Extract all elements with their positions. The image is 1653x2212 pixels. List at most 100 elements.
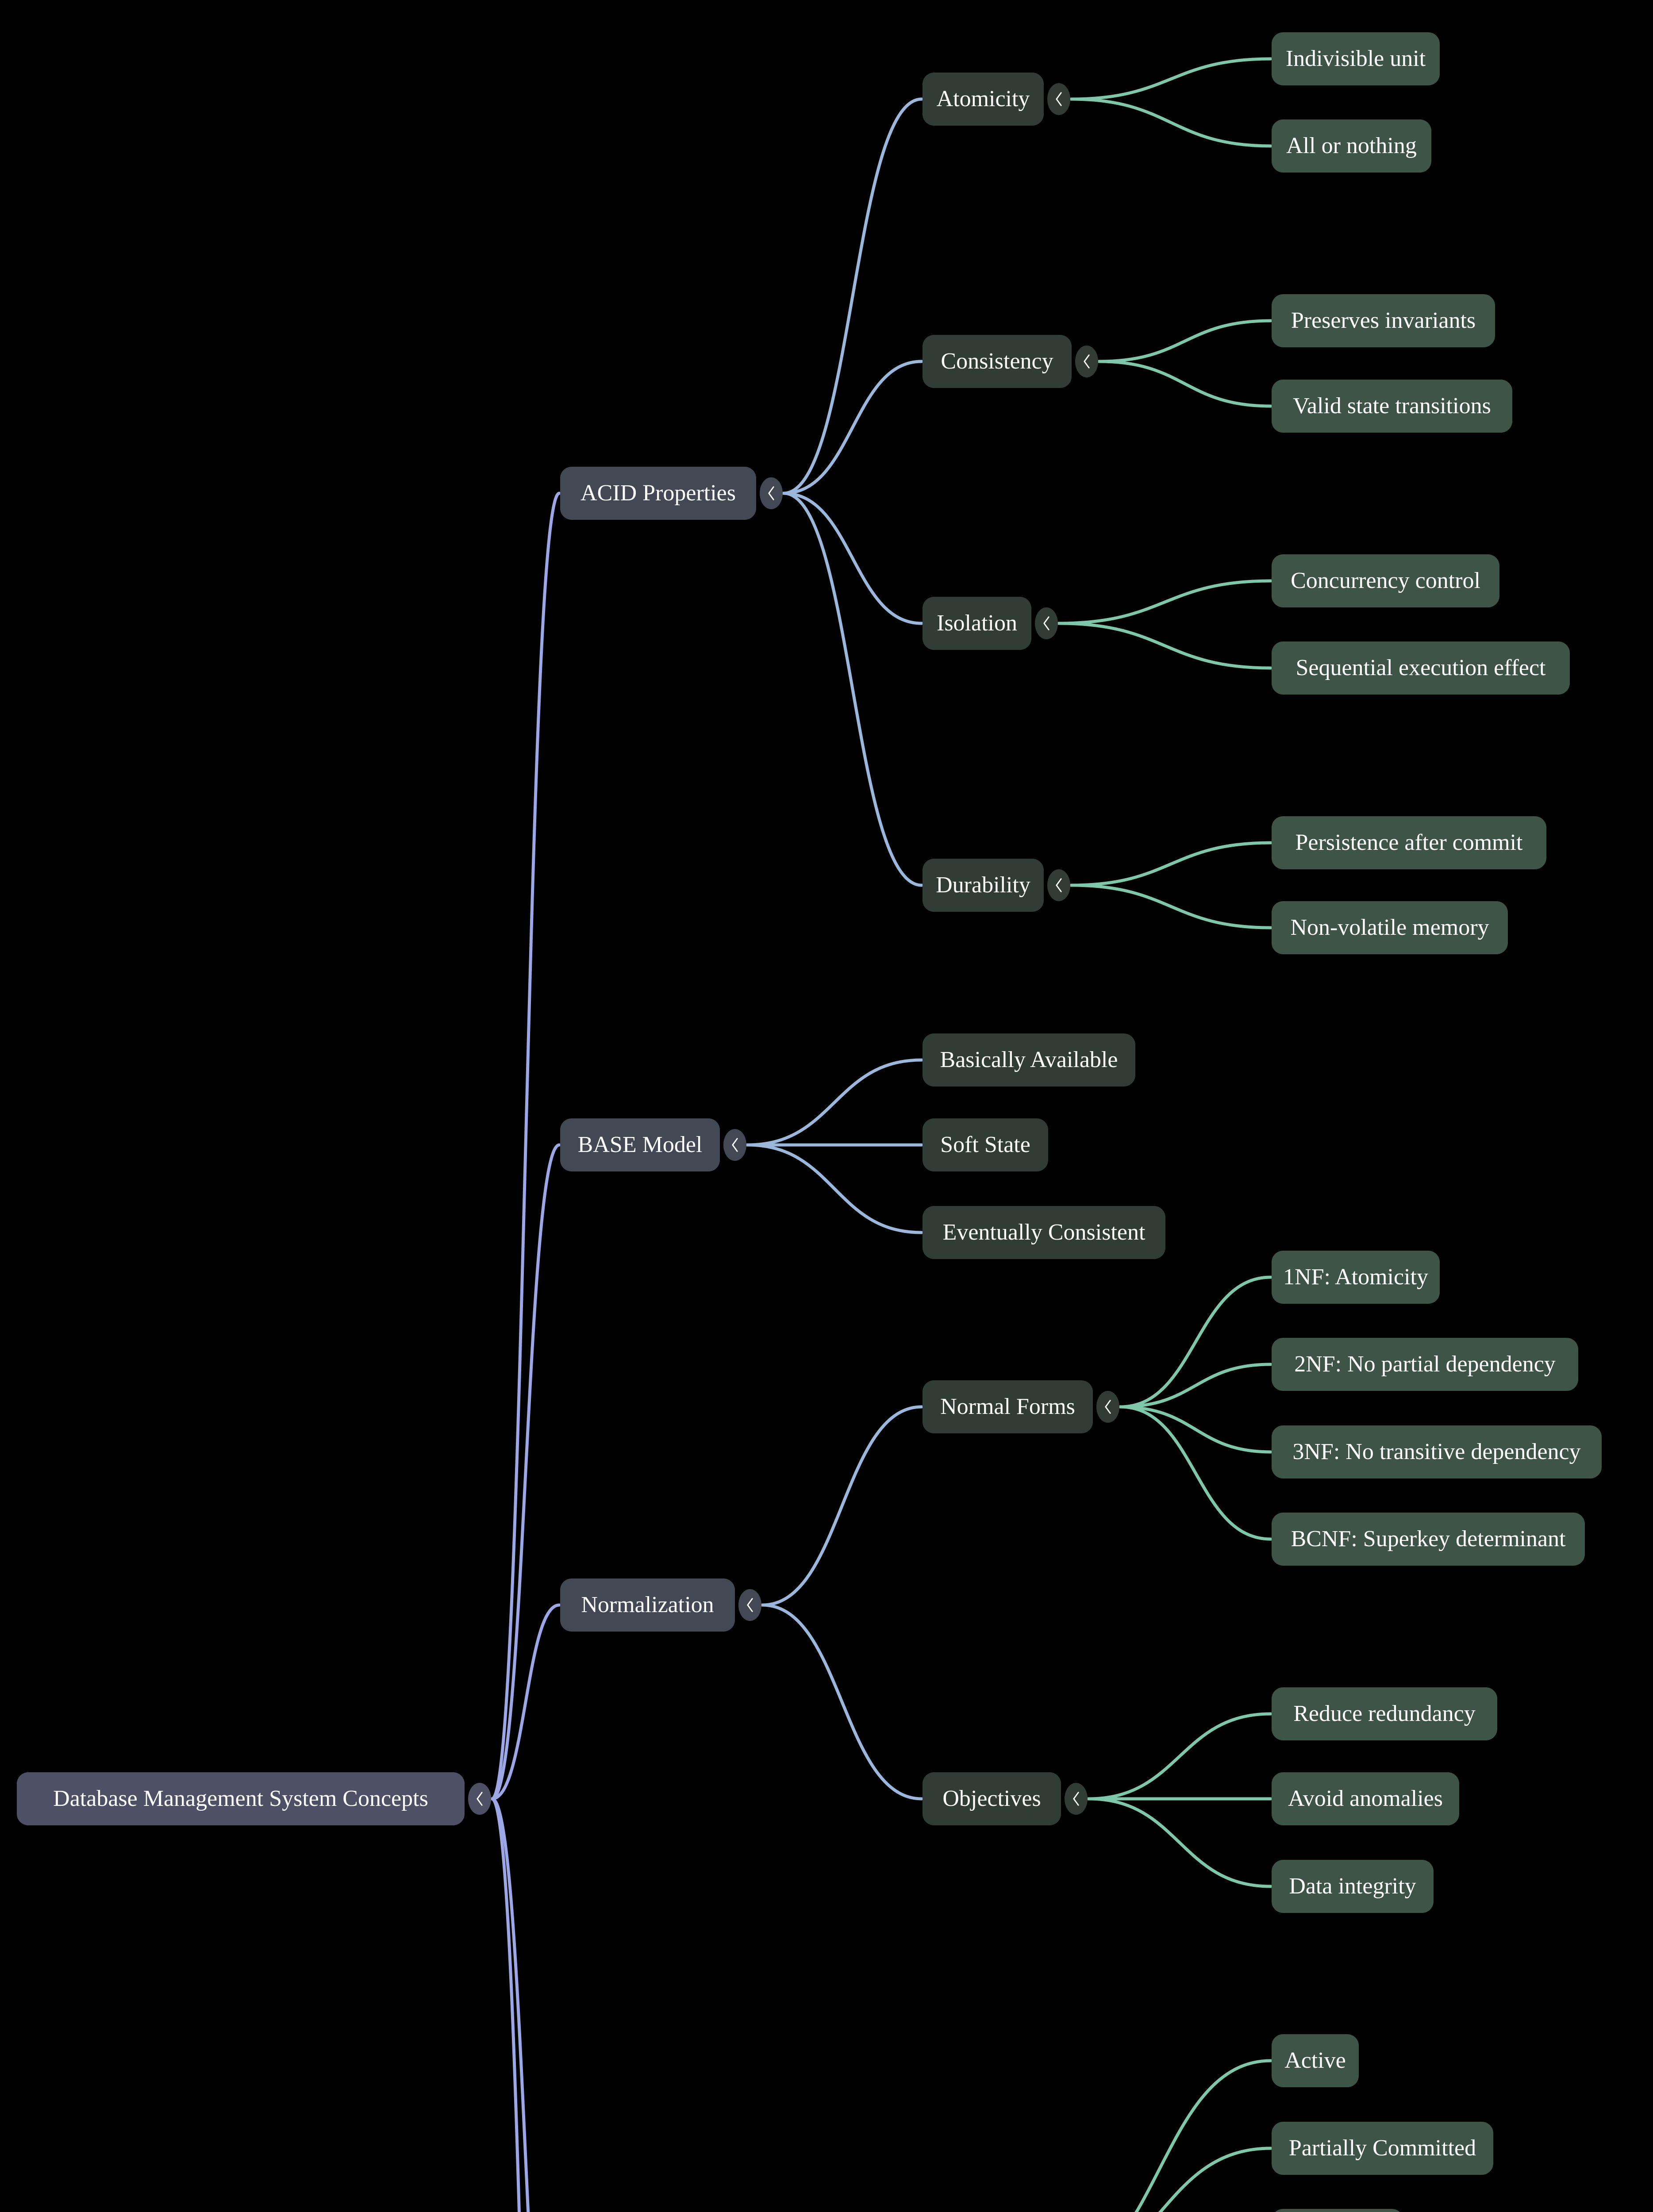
node-label: Objectives (942, 1786, 1041, 1811)
edge-consistency-valid-state-transitions (1097, 360, 1272, 408)
edge-durability-persistence-after-commit (1069, 841, 1272, 887)
node-1nf-atomicity[interactable]: 1NF: Atomicity (1272, 1251, 1440, 1304)
node-data-integrity[interactable]: Data integrity (1272, 1860, 1434, 1913)
node-label: Basically Available (940, 1047, 1118, 1072)
node-label: Reduce redundancy (1293, 1701, 1476, 1726)
edge-database-management-system-concepts-transactions (490, 1797, 530, 2212)
node-label: ACID Properties (580, 480, 736, 506)
node-committed[interactable]: Committed (1272, 2209, 1403, 2212)
node-2nf-no-partial-dependency[interactable]: 2NF: No partial dependency (1272, 1338, 1578, 1391)
chevron-left-icon (477, 1792, 483, 1806)
chevron-left-icon (1084, 354, 1090, 369)
node-eventually-consistent[interactable]: Eventually Consistent (923, 1206, 1165, 1259)
edge-database-management-system-concepts-architecture-design (490, 1797, 521, 2212)
collapse-button-consistency[interactable] (1075, 346, 1098, 377)
collapse-button-acid-properties[interactable] (760, 477, 783, 509)
node-non-volatile-memory[interactable]: Non-volatile memory (1272, 901, 1508, 954)
node-persistence-after-commit[interactable]: Persistence after commit (1272, 816, 1546, 869)
edge-database-management-system-concepts-base-model (490, 1143, 561, 1801)
chevron-left-icon (1056, 878, 1062, 892)
edge-objectives-data-integrity (1087, 1797, 1272, 1888)
edge-atomicity-indivisible-unit (1069, 57, 1272, 101)
node-reduce-redundancy[interactable]: Reduce redundancy (1272, 1687, 1497, 1740)
node-objectives[interactable]: Objectives (923, 1772, 1061, 1825)
node-isolation[interactable]: Isolation (923, 597, 1031, 650)
node-label: Non-volatile memory (1290, 915, 1489, 940)
chevron-left-icon (1105, 1400, 1111, 1414)
node-soft-state[interactable]: Soft State (923, 1118, 1048, 1171)
edge-normalization-objectives (761, 1603, 923, 1801)
node-label: 2NF: No partial dependency (1294, 1352, 1556, 1377)
node-label: 3NF: No transitive dependency (1292, 1439, 1581, 1464)
node-label: BASE Model (577, 1132, 703, 1157)
node-valid-state-transitions[interactable]: Valid state transitions (1272, 380, 1512, 433)
node-label: Concurrency control (1291, 568, 1480, 593)
node-label: Persistence after commit (1295, 830, 1523, 855)
node-preserves-invariants[interactable]: Preserves invariants (1272, 294, 1495, 347)
node-label: Valid state transitions (1293, 393, 1491, 419)
node-label: Isolation (937, 611, 1017, 636)
node-label: Data integrity (1289, 1874, 1416, 1899)
node-label: Active (1284, 2048, 1346, 2073)
edge-normal-forms-1nf-atomicity (1119, 1275, 1272, 1409)
node-normalization[interactable]: Normalization (560, 1578, 735, 1632)
node-label: Partially Committed (1288, 2135, 1476, 2161)
node-label: Sequential execution effect (1295, 655, 1546, 680)
chevron-left-icon (732, 1138, 738, 1152)
node-label: Normalization (581, 1592, 714, 1617)
edge-acid-properties-durability (782, 492, 923, 887)
chevron-left-icon (1056, 92, 1062, 106)
chevron-left-icon (1043, 616, 1049, 630)
edge-normal-forms-3nf-no-transitive-dependency (1119, 1405, 1272, 1454)
node-acid-properties[interactable]: ACID Properties (560, 467, 756, 520)
node-3nf-no-transitive-dependency[interactable]: 3NF: No transitive dependency (1272, 1425, 1602, 1479)
collapse-button-objectives[interactable] (1065, 1783, 1088, 1815)
node-label: Eventually Consistent (942, 1220, 1146, 1245)
node-label: Normal Forms (940, 1394, 1075, 1419)
node-sequential-execution-effect[interactable]: Sequential execution effect (1272, 641, 1570, 695)
node-label: Atomicity (936, 86, 1030, 111)
collapse-button-database-management-system-concepts[interactable] (468, 1783, 491, 1815)
node-label: BCNF: Superkey determinant (1291, 1526, 1566, 1551)
node-atomicity[interactable]: Atomicity (923, 73, 1044, 126)
edge-consistency-preserves-invariants (1097, 319, 1272, 363)
edge-base-model-basically-available (746, 1058, 923, 1147)
edge-database-management-system-concepts-acid-properties (490, 492, 561, 1801)
edge-normal-forms-2nf-no-partial-dependency (1119, 1363, 1272, 1409)
chevron-left-icon (768, 486, 774, 500)
node-normal-forms[interactable]: Normal Forms (923, 1380, 1093, 1433)
node-label: Avoid anomalies (1288, 1786, 1443, 1811)
collapse-button-normalization[interactable] (738, 1589, 761, 1621)
collapse-button-isolation[interactable] (1035, 607, 1058, 639)
node-avoid-anomalies[interactable]: Avoid anomalies (1272, 1772, 1459, 1825)
collapse-button-atomicity[interactable] (1047, 83, 1070, 115)
edge-base-model-eventually-consistent (746, 1143, 923, 1234)
node-label: Durability (936, 872, 1030, 898)
node-all-or-nothing[interactable]: All or nothing (1272, 119, 1431, 173)
collapse-button-base-model[interactable] (723, 1129, 746, 1161)
node-durability[interactable]: Durability (923, 859, 1044, 912)
collapse-button-normal-forms[interactable] (1096, 1391, 1119, 1423)
node-label: Consistency (941, 349, 1053, 374)
node-database-management-system-concepts[interactable]: Database Management System Concepts (17, 1772, 465, 1825)
edge-normalization-normal-forms (761, 1405, 923, 1607)
node-active[interactable]: Active (1272, 2034, 1359, 2087)
edge-atomicity-all-or-nothing (1069, 97, 1272, 148)
edge-acid-properties-atomicity (782, 97, 923, 495)
node-base-model[interactable]: BASE Model (560, 1118, 720, 1171)
node-bcnf-superkey-determinant[interactable]: BCNF: Superkey determinant (1272, 1513, 1585, 1566)
edge-isolation-concurrency-control (1057, 579, 1272, 625)
node-label: Database Management System Concepts (53, 1786, 428, 1811)
node-indivisible-unit[interactable]: Indivisible unit (1272, 32, 1440, 85)
edge-durability-non-volatile-memory (1069, 883, 1272, 929)
node-consistency[interactable]: Consistency (923, 335, 1072, 388)
node-partially-committed[interactable]: Partially Committed (1272, 2122, 1493, 2175)
node-label: Preserves invariants (1291, 308, 1476, 333)
chevron-left-icon (1073, 1792, 1079, 1806)
chevron-left-icon (747, 1598, 753, 1612)
node-basically-available[interactable]: Basically Available (923, 1033, 1135, 1087)
node-concurrency-control[interactable]: Concurrency control (1272, 554, 1499, 607)
collapse-button-durability[interactable] (1047, 869, 1070, 901)
